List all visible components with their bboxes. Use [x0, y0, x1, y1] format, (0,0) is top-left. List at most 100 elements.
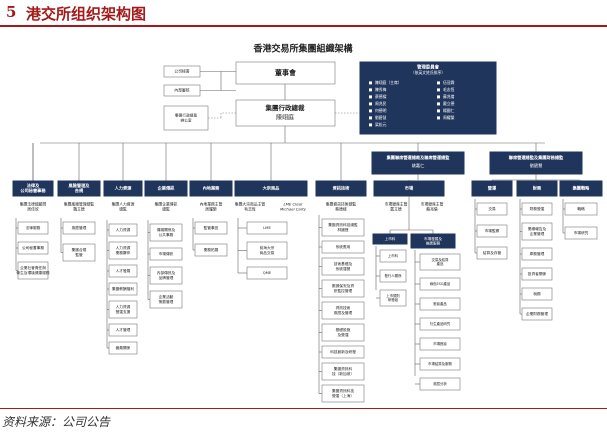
division-header-label: 人力資源 — [114, 185, 133, 192]
division-unit — [149, 247, 183, 261]
member-bullet — [369, 88, 372, 92]
division-header — [559, 180, 603, 197]
ceo-office-box — [163, 105, 209, 131]
sub-division-header — [372, 233, 408, 245]
member-bullet — [437, 102, 440, 106]
division-header-label: 風險管理及 — [69, 182, 91, 189]
division-lead: 毛志恆 — [244, 206, 256, 211]
division-unit — [379, 249, 407, 263]
division-unit-label: 系統應用 — [336, 244, 351, 249]
member-bullet — [437, 88, 440, 92]
division-header-label: 集團戰略 — [572, 185, 591, 192]
division-lead: 戴立德 — [390, 206, 402, 211]
division-header — [57, 180, 101, 197]
division-unit — [521, 287, 553, 301]
figure-number: 5 — [6, 3, 17, 21]
member-bullet — [369, 95, 372, 99]
figure-header: 5 港交所组织架构图 — [0, 0, 607, 28]
division-unit — [194, 221, 228, 235]
division-unit — [321, 279, 365, 298]
division-unit — [419, 297, 461, 311]
management-committee-subtitle: （依英文姓氏排序） — [411, 70, 445, 75]
division-header — [516, 180, 558, 197]
committee-member: 戴立德 — [443, 101, 455, 106]
division-unit-label: 科技創新及研發 — [330, 349, 356, 354]
division-unit — [108, 282, 138, 296]
division-header-label: 公司秘書事務 — [20, 187, 46, 194]
division-unit — [476, 224, 508, 238]
division-unit — [321, 345, 365, 359]
division-unit — [108, 300, 138, 319]
cfo-head-name: 劉碧慧 — [530, 162, 543, 169]
division-lead: 集團資訊技術總監 — [326, 202, 357, 207]
division-unit — [149, 223, 183, 242]
division-unit — [564, 202, 598, 216]
division-unit-label: 集團資訊科技 — [332, 388, 354, 393]
division-unit — [419, 277, 461, 291]
division-lead: 集團法律總顧問 — [20, 202, 47, 207]
division-unit — [521, 247, 553, 261]
division-unit — [321, 257, 365, 276]
chart-title: 香港交易所集團組織架構 — [252, 43, 352, 55]
division-lead: Michael Carty — [280, 206, 307, 211]
footer-rule — [0, 408, 607, 409]
division-unit-label: 監管事宜 — [204, 225, 219, 230]
management-committee-box — [359, 61, 497, 135]
committee-member: 陳翊庭（主席） — [375, 80, 402, 85]
division-unit-label: 集團薪酬福利 — [112, 286, 134, 291]
division-unit-label: 庫務管理 — [530, 251, 545, 256]
division-unit-label: 營運支援 — [116, 309, 131, 314]
division-unit-label: 衍生產品研究 — [430, 321, 451, 326]
division-unit — [194, 243, 228, 257]
ceo-office-box-label: 辦公室 — [180, 117, 191, 122]
committee-member: 毛志恆 — [443, 87, 455, 92]
division-header — [471, 180, 513, 197]
division-unit-label: 研發組 — [388, 297, 399, 302]
board-box — [235, 61, 336, 85]
division-header — [103, 180, 143, 197]
division-lead: 魏立德 — [73, 206, 85, 211]
division-unit-label: 策劃管理 — [159, 299, 174, 304]
internal-audit-box-label: 內部審核 — [174, 88, 189, 93]
division-unit — [521, 202, 553, 216]
division-unit — [419, 253, 461, 271]
division-unit — [321, 323, 365, 342]
division-header — [234, 180, 308, 197]
division-unit-label: 技（新加坡） — [332, 371, 354, 376]
division-lead: 周耀榮 — [205, 206, 217, 211]
division-unit — [108, 341, 138, 355]
division-unit-label: 上市規則 — [386, 293, 400, 298]
org-chart: 香港交易所集團組織架構公司秘書內部審核董事會集團行政總裁陳翊庭集團行政總裁辦公室… — [12, 43, 603, 403]
coo-head-title: 集團聯席營運總裁及聯席營運總監 — [386, 154, 451, 161]
division-unit — [419, 337, 461, 351]
division-lead: 內地業務主管 — [200, 202, 223, 207]
division-unit-label: 交易及結算 — [432, 257, 450, 262]
division-unit — [564, 226, 598, 240]
division-unit-label: 集團合規 — [72, 247, 87, 252]
division-unit — [419, 377, 461, 391]
division-unit — [246, 221, 288, 235]
committee-member: 伍冠霖 — [443, 80, 455, 85]
division-unit-label: 營運（上海） — [332, 393, 354, 398]
division-lead: LME Clear — [284, 202, 303, 207]
division-unit-label: 及營運 — [337, 332, 348, 337]
committee-member: 陳秀梅 — [375, 87, 387, 92]
division-lead: 蘇兆倫 — [426, 206, 438, 211]
division-unit-label: 法律服務 — [26, 225, 41, 230]
division-unit-label: 產品 — [437, 261, 444, 266]
division-unit — [321, 301, 365, 320]
committee-member: 蔡德樑 — [375, 94, 387, 99]
division-unit-label: 企業管理 — [530, 231, 545, 236]
division-unit-label: 交易 — [488, 206, 496, 211]
division-header — [12, 180, 54, 197]
division-unit-label: 資訊技術 — [336, 305, 351, 310]
division-header-label: 市場 — [405, 185, 414, 192]
division-unit-label: 風險分析 — [433, 381, 447, 386]
division-unit — [108, 223, 138, 237]
division-unit — [379, 289, 407, 307]
division-unit-label: 商品交易 — [260, 250, 275, 255]
division-unit — [108, 264, 138, 278]
division-unit — [321, 384, 365, 403]
division-unit-label: 人力資源 — [116, 245, 131, 250]
committee-member: 梁松元 — [375, 122, 387, 127]
